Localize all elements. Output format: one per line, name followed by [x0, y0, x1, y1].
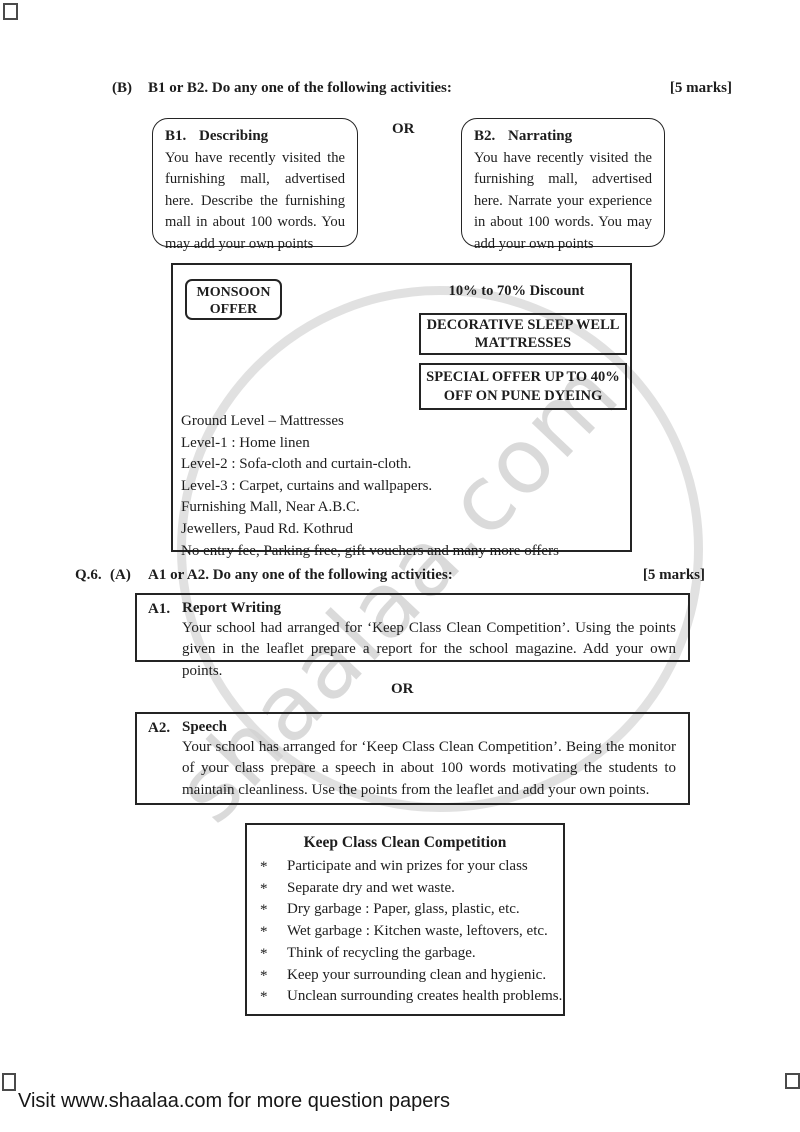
leaflet-item-text: Think of recycling the garbage. [287, 944, 476, 961]
section-b-heading: B1 or B2. Do any one of the following ac… [148, 80, 452, 96]
activity-box-a2: A2. Speech Your school has arranged for … [135, 712, 690, 805]
bullet-asterisk: * [260, 859, 268, 875]
bullet-asterisk: * [260, 880, 268, 897]
advert-detail-line: No entry fee, Parking free, gift voucher… [181, 542, 559, 559]
section-a-marks: [5 marks] [642, 567, 705, 583]
b1-body-text: You have recently visited the furnishing… [165, 150, 345, 252]
b1-title: Describing [199, 128, 269, 144]
advert-detail-line: Furnishing Mall, Near A.B.C. [181, 499, 360, 516]
leaflet-items: * Participate and win prizes for your cl… [247, 856, 563, 1008]
advert-detail-line: Ground Level – Mattresses [181, 413, 344, 429]
leaflet-item-text: Keep your surrounding clean and hygienic… [287, 966, 547, 983]
list-item: * Unclean surrounding creates health pro… [247, 986, 563, 1008]
activity-box-a1: A1. Report Writing Your school had arran… [135, 593, 690, 679]
list-item: * Wet garbage : Kitchen waste, leftovers… [247, 921, 563, 943]
a1-body-text: Your school had arranged for ‘Keep Class… [182, 620, 676, 679]
list-item: * Separate dry and wet waste. [247, 878, 563, 900]
question-number: Q.6. [75, 567, 102, 583]
list-item: * Participate and win prizes for your cl… [247, 856, 563, 878]
list-item: * Dry garbage : Paper, glass, plastic, e… [247, 899, 563, 921]
leaflet-item-text: Participate and win prizes for your clas… [287, 858, 528, 874]
section-b-label: (B) [112, 80, 132, 96]
or-separator-a: OR [391, 681, 414, 697]
special-offer-banner: SPECIAL OFFER UP TO 40% OFF ON PUNE DYEI… [419, 363, 627, 410]
list-item: * Keep your surrounding clean and hygien… [247, 965, 563, 987]
monsoon-offer-badge: MONSOON OFFER [185, 279, 282, 320]
advert-detail-line: Level-3 : Carpet, curtains and wallpaper… [181, 477, 433, 494]
b1-title-row: B1. Describing [165, 127, 345, 145]
a2-body-text: Your school has arranged for ‘Keep Class… [182, 739, 676, 798]
a2-title: Speech [182, 719, 227, 735]
discount-text: 10% to 70% Discount [448, 283, 585, 299]
advert-detail-line: Level-2 : Sofa-cloth and curtain-cloth. [181, 456, 412, 473]
b2-title: Narrating [508, 128, 573, 144]
b2-number: B2. [474, 128, 496, 144]
or-separator-b: OR [392, 121, 415, 137]
missing-glyph-box-footer-right [785, 1073, 800, 1089]
section-a-heading: A1 or A2. Do any one of the following ac… [148, 567, 453, 583]
list-item: * Think of recycling the garbage. [247, 943, 563, 965]
advertisement-box: MONSOON OFFER 10% to 70% Discount DECORA… [171, 263, 632, 559]
activity-box-b1: B1. Describing You have recently visited … [152, 118, 358, 252]
leaflet-item-text: Unclean surrounding creates health probl… [287, 988, 563, 1005]
section-b-marks: [5 marks] [669, 80, 732, 96]
mattress-banner: DECORATIVE SLEEP WELL MATTRESSES [419, 313, 627, 355]
leaflet-item-text: Wet garbage : Kitchen waste, leftovers, … [287, 923, 548, 940]
a2-number: A2. [148, 720, 171, 736]
bullet-asterisk: * [260, 902, 268, 919]
section-a-label: (A) [110, 567, 131, 583]
leaflet-box: Keep Class Clean Competition * Participa… [245, 823, 565, 1016]
leaflet-item-text: Dry garbage : Paper, glass, plastic, etc… [287, 901, 520, 918]
a1-title: Report Writing [182, 600, 282, 616]
a1-number: A1. [148, 601, 171, 617]
b2-title-row: B2. Narrating [474, 127, 652, 145]
footer-text: Visit www.shaalaa.com for more question … [18, 1090, 451, 1112]
bullet-asterisk: * [260, 989, 268, 1006]
advert-detail-line: Jewellers, Paud Rd. Kothrud [181, 520, 354, 537]
b1-number: B1. [165, 128, 187, 144]
bullet-asterisk: * [260, 945, 268, 962]
missing-glyph-box-footer-left [2, 1073, 16, 1091]
bullet-asterisk: * [260, 967, 268, 984]
b2-body-text: You have recently visited the furnishing… [474, 150, 652, 252]
advert-detail-line: Level-1 : Home linen [181, 434, 310, 451]
leaflet-title: Keep Class Clean Competition [303, 834, 507, 851]
leaflet-item-text: Separate dry and wet waste. [287, 879, 455, 896]
missing-glyph-box-top-left [3, 3, 18, 20]
bullet-asterisk: * [260, 924, 268, 941]
activity-box-b2: B2. Narrating You have recently visited t… [461, 118, 665, 252]
